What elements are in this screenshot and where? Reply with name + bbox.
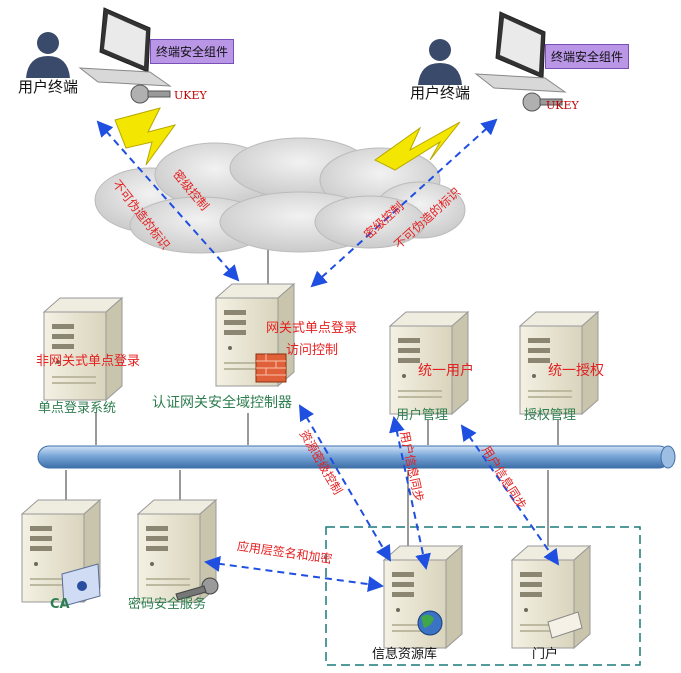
user-sync-link-1 [389,416,431,570]
unified-user-label: 统一用户 [418,363,474,379]
auth-mgmt-label: 授权管理 [524,408,577,423]
non-gateway-sso-label: 非网关式单点登录 [36,354,141,369]
right-user-icon [418,39,462,85]
network-bus [37,445,676,469]
portal-label: 门户 [532,647,559,662]
left-security-component-label: 终端安全组件 [150,39,235,64]
sso-system-label: 单点登录系统 [38,401,117,416]
secure-links [96,118,560,593]
user-mgmt-label: 用户管理 [396,408,449,423]
app-sign-link [204,555,384,593]
resource-secret-link [298,404,392,562]
right-user-link [310,118,498,288]
left-ukey-label: UKEY [174,89,207,102]
ca-label: CA [50,597,70,612]
crypto-service-label: 密码安全服务 [128,597,207,612]
right-user-terminal-label: 用户终端 [410,84,471,102]
left-laptop-icon [78,7,172,87]
left-user-icon [26,32,70,78]
unified-auth-label: 统一授权 [548,363,604,379]
gateway-sso-label: 网关式单点登录 [266,321,358,336]
bus-connectors [65,240,559,555]
portal-document-icon [547,611,583,639]
right-ukey-icon [522,92,563,112]
right-ukey-label: UKEY [546,99,579,112]
right-laptop-icon [474,11,567,93]
user-sync-link-2 [460,424,560,566]
left-ukey-icon [130,84,171,104]
left-user-terminal-label: 用户终端 [18,78,79,96]
firewall-icon [255,353,287,383]
access-control-label: 访问控制 [286,343,339,358]
certificate-icon [61,563,101,607]
resource-group-box [325,526,641,666]
sso-system-server [43,297,123,401]
globe-icon [417,610,443,636]
info-repo-label: 信息资源库 [372,647,438,662]
gateway-controller-label: 认证网关安全域控制器 [152,395,292,411]
right-security-component-label: 终端安全组件 [545,44,630,69]
